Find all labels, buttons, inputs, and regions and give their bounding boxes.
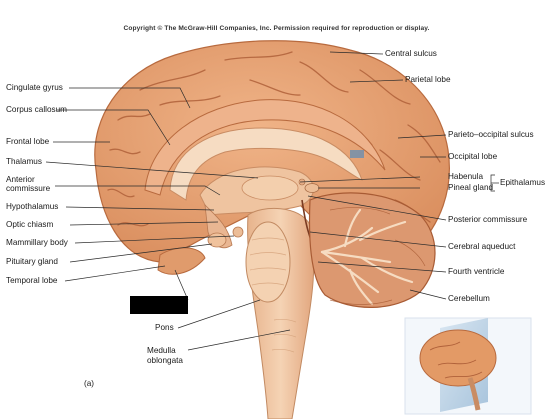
label-anterior-commissure-line2: commissure [6,184,51,193]
label-fourth-ventricle: Fourth ventricle [448,267,505,276]
label-pineal-gland: Pineal gland [448,183,494,192]
label-anterior-commissure-line1: Anterior [6,175,35,184]
label-epithalamus: Epithalamus [500,178,546,187]
label-pons: Pons [155,323,174,332]
figure-part-label: (a) [84,379,95,388]
label-hypothalamus: Hypothalamus [6,202,59,211]
label-cingulate-gyrus: Cingulate gyrus [6,83,63,92]
pons [245,221,291,303]
label-pituitary-gland: Pituitary gland [6,257,58,266]
corpus-callosum [169,127,363,201]
label-occipital-lobe: Occipital lobe [448,152,498,161]
label-central-sulcus: Central sulcus [385,49,437,58]
redaction-box [130,296,188,314]
label-habenula: Habenula [448,172,484,181]
label-frontal-lobe: Frontal lobe [6,137,50,146]
label-medulla-line2: oblongata [147,356,183,365]
label-parietal-lobe: Parietal lobe [405,75,451,84]
label-corpus-callosum: Corpus callosum [6,105,67,114]
leader-lines [45,51,499,351]
label-medulla-line1: Medulla [147,346,176,355]
label-cerebral-aqueduct: Cerebral aqueduct [448,242,516,251]
label-parieto-occipital-sulcus: Parieto–occipital sulcus [448,130,534,139]
label-posterior-commissure: Posterior commissure [448,215,528,224]
label-cerebellum: Cerebellum [448,294,490,303]
label-temporal-lobe: Temporal lobe [6,276,58,285]
copyright-notice: Copyright © The McGraw-Hill Companies, I… [123,25,430,32]
label-mammillary-body: Mammillary body [6,238,68,247]
label-optic-chiasm: Optic chiasm [6,220,54,229]
label-thalamus: Thalamus [6,157,42,166]
inset-orientation-image [404,317,532,415]
